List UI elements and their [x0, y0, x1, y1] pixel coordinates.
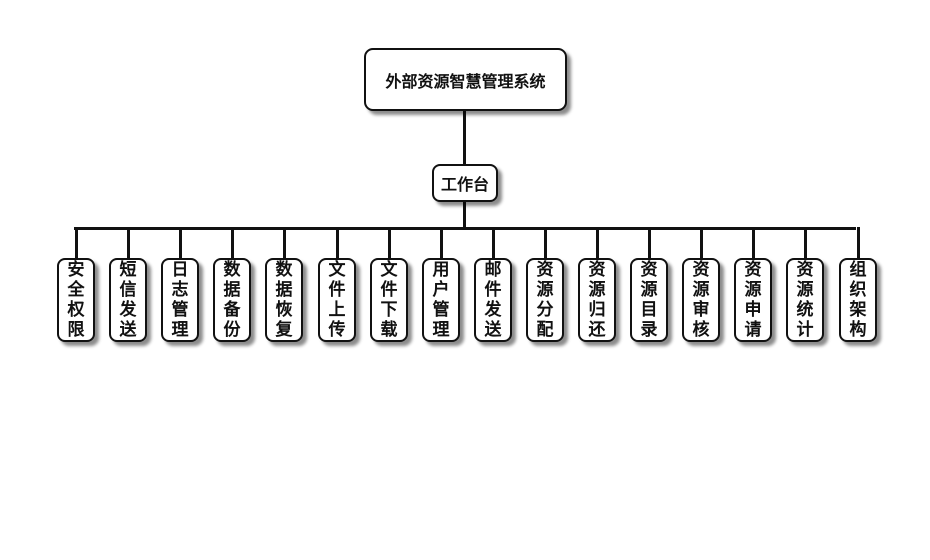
leaf-node-label: 文件上传 — [328, 260, 346, 340]
leaf-node[interactable]: 日志管理 — [161, 258, 199, 342]
leaf-node-label: 短信发送 — [119, 260, 137, 340]
leaf-connector — [804, 227, 807, 260]
root-node-label: 外部资源智慧管理系统 — [385, 71, 546, 91]
middle-to-bus-connector — [463, 202, 466, 229]
leaf-node-label: 数据恢复 — [275, 260, 293, 340]
leaf-connector — [440, 227, 443, 260]
leaf-connector — [283, 227, 286, 260]
leaf-connector — [336, 227, 339, 260]
horizontal-bus-connector — [74, 227, 856, 230]
leaf-node[interactable]: 资源统计 — [786, 258, 824, 342]
leaf-node[interactable]: 用户管理 — [422, 258, 460, 342]
leaf-connector — [75, 227, 78, 260]
leaf-node[interactable]: 安全权限 — [57, 258, 95, 342]
leaf-node[interactable]: 文件上传 — [318, 258, 356, 342]
leaf-connector — [648, 227, 651, 260]
leaf-node[interactable]: 短信发送 — [109, 258, 147, 342]
workbench-node[interactable]: 工作台 — [432, 164, 498, 202]
leaf-connector — [857, 227, 860, 260]
leaf-node-label: 文件下载 — [380, 260, 398, 340]
leaf-connector — [752, 227, 755, 260]
leaf-node[interactable]: 数据恢复 — [265, 258, 303, 342]
leaf-node[interactable]: 资源审核 — [682, 258, 720, 342]
leaf-connector — [179, 227, 182, 260]
leaf-node-label: 用户管理 — [432, 260, 450, 340]
leaf-connector — [127, 227, 130, 260]
leaf-node-label: 组织架构 — [849, 260, 867, 340]
leaf-node-label: 资源归还 — [588, 260, 606, 340]
leaf-node-label: 资源分配 — [536, 260, 554, 340]
leaf-node[interactable]: 组织架构 — [839, 258, 877, 342]
leaf-connector — [231, 227, 234, 260]
leaf-node-label: 资源目录 — [640, 260, 658, 340]
leaf-node[interactable]: 资源分配 — [526, 258, 564, 342]
leaf-node-label: 数据备份 — [223, 260, 241, 340]
workbench-node-label: 工作台 — [440, 175, 489, 194]
leaf-node-label: 资源统计 — [796, 260, 814, 340]
leaf-node[interactable]: 邮件发送 — [474, 258, 512, 342]
leaf-node[interactable]: 资源目录 — [630, 258, 668, 342]
root-node[interactable]: 外部资源智慧管理系统 — [364, 48, 567, 111]
leaf-connector — [544, 227, 547, 260]
leaf-node[interactable]: 数据备份 — [213, 258, 251, 342]
leaf-connector — [700, 227, 703, 260]
leaf-node[interactable]: 资源归还 — [578, 258, 616, 342]
leaf-node-label: 日志管理 — [171, 260, 189, 340]
leaf-connector — [388, 227, 391, 260]
leaf-node[interactable]: 资源申请 — [734, 258, 772, 342]
leaf-node-label: 邮件发送 — [484, 260, 502, 340]
leaf-node-label: 安全权限 — [67, 260, 85, 340]
leaf-node[interactable]: 文件下载 — [370, 258, 408, 342]
root-to-middle-connector — [463, 111, 466, 164]
leaf-node-label: 资源审核 — [692, 260, 710, 340]
leaf-connector — [492, 227, 495, 260]
leaf-node-label: 资源申请 — [744, 260, 762, 340]
leaf-connector — [596, 227, 599, 260]
